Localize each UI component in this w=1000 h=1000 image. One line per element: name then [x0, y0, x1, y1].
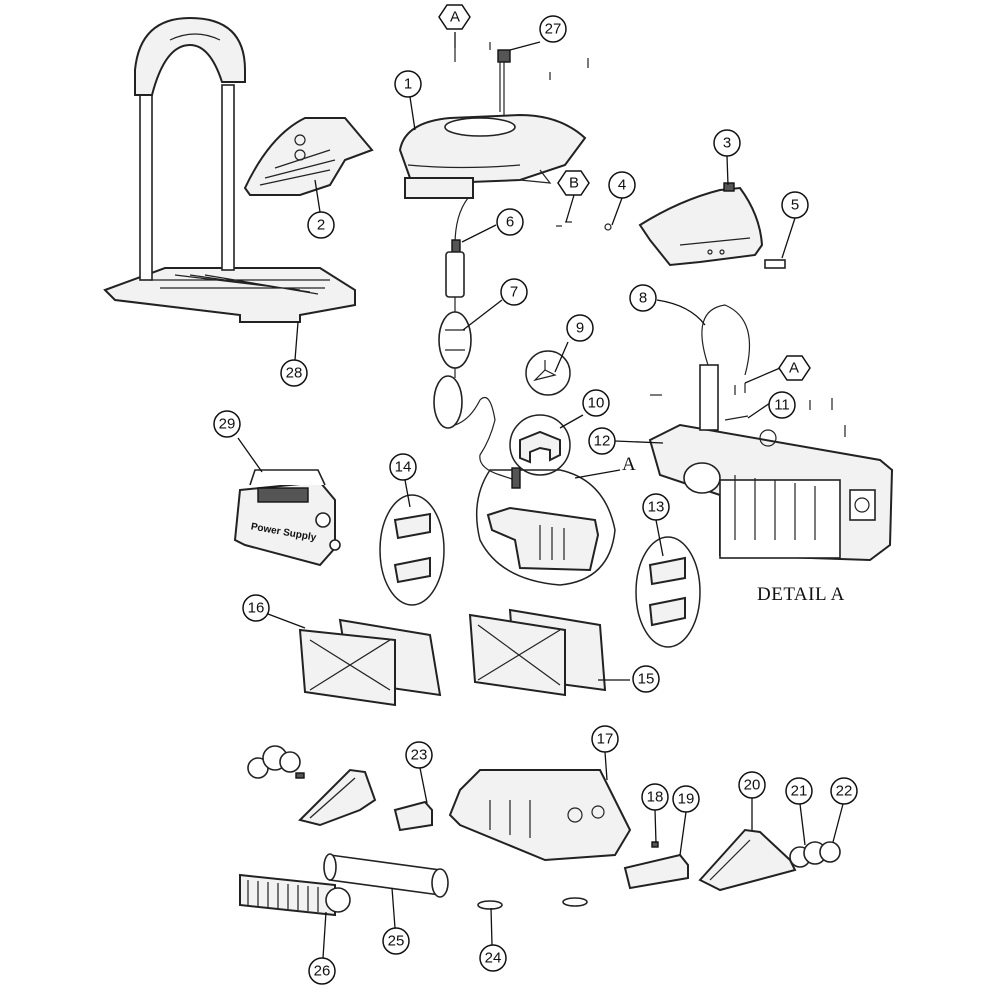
callout-25-number: 25	[388, 933, 405, 950]
callout-10-number: 10	[588, 395, 605, 412]
callout-6: 6	[496, 208, 524, 236]
callout-4-number: 4	[618, 177, 626, 194]
left-track	[247, 745, 433, 832]
right-track	[623, 828, 841, 892]
callout-28: 28	[280, 359, 308, 387]
callout-9: 9	[566, 314, 594, 342]
callout-16: 16	[242, 594, 270, 622]
callout-21: 21	[785, 777, 813, 805]
hex-tag-a-right: A	[778, 355, 811, 381]
swivel-part	[497, 49, 511, 115]
detail-a-assembly	[648, 304, 894, 562]
callout-18-number: 18	[647, 789, 664, 806]
clamp-part-9	[525, 350, 571, 396]
callout-19: 19	[672, 785, 700, 813]
callout-15-number: 15	[638, 671, 655, 688]
callout-19-number: 19	[678, 791, 695, 808]
callout-7-number: 7	[510, 284, 518, 301]
callout-16-number: 16	[248, 600, 265, 617]
holder-part-10	[509, 414, 571, 476]
callout-20: 20	[738, 771, 766, 799]
callout-1: 1	[394, 70, 422, 98]
callout-10: 10	[582, 389, 610, 417]
callout-17-number: 17	[597, 731, 614, 748]
leader-lines	[237, 32, 844, 959]
callout-7: 7	[500, 278, 528, 306]
top-cover	[398, 113, 587, 199]
callout-2-number: 2	[317, 217, 325, 234]
callout-25: 25	[382, 927, 410, 955]
callout-15: 15	[632, 665, 660, 693]
callout-29: 29	[213, 410, 241, 438]
inline-detail-assembly	[475, 467, 616, 586]
power-supply-unit: Power Supply	[233, 469, 341, 567]
hex-tag-a-top-letter: A	[450, 9, 460, 26]
callout-24: 24	[479, 944, 507, 972]
impellers	[477, 897, 588, 910]
callout-9-number: 9	[576, 320, 584, 337]
callout-1-number: 1	[404, 76, 412, 93]
callout-17: 17	[591, 725, 619, 753]
callout-22: 22	[830, 777, 858, 805]
callout-27: 27	[539, 15, 567, 43]
callout-21-number: 21	[791, 783, 808, 800]
callout-13-number: 13	[648, 499, 665, 516]
side-cover	[638, 182, 764, 267]
handle-part	[243, 117, 374, 196]
callout-12: 12	[588, 427, 616, 455]
lower-chassis	[448, 769, 632, 862]
hex-tag-a-right-letter: A	[789, 360, 799, 377]
callout-3: 3	[713, 129, 741, 157]
callout-23: 23	[405, 741, 433, 769]
bearings-part-14	[379, 494, 445, 606]
callout-29-number: 29	[219, 416, 236, 433]
hex-tag-b: B	[557, 170, 590, 196]
callout-5: 5	[781, 191, 809, 219]
bearings-part-13	[635, 536, 701, 648]
callout-8: 8	[629, 284, 657, 312]
callout-2: 2	[307, 211, 335, 239]
callout-3-number: 3	[723, 135, 731, 152]
callout-26-number: 26	[314, 963, 331, 980]
inline-detail-letter: A	[622, 454, 636, 475]
callout-18: 18	[641, 783, 669, 811]
callout-27-number: 27	[545, 21, 562, 38]
callout-11-number: 11	[774, 397, 790, 414]
callout-20-number: 20	[744, 777, 761, 794]
callout-22-number: 22	[836, 783, 853, 800]
caddy-stand	[103, 16, 356, 323]
callout-6-number: 6	[506, 214, 514, 231]
clip-part	[764, 259, 786, 269]
callout-28-number: 28	[286, 365, 303, 382]
callout-13: 13	[642, 493, 670, 521]
callout-24-number: 24	[485, 950, 502, 967]
callout-26: 26	[308, 957, 336, 985]
hex-tag-a-top: A	[438, 4, 471, 30]
callout-5-number: 5	[791, 197, 799, 214]
callout-4: 4	[608, 171, 636, 199]
callout-14: 14	[389, 453, 417, 481]
brush-rollers	[239, 853, 449, 917]
filter-baskets	[298, 608, 607, 707]
callout-23-number: 23	[411, 747, 428, 764]
hex-tag-b-letter: B	[569, 175, 579, 192]
callout-14-number: 14	[395, 459, 412, 476]
callout-8-number: 8	[639, 290, 647, 307]
detail-a-label: DETAIL A	[757, 584, 845, 605]
callout-12-number: 12	[594, 433, 611, 450]
callout-11: 11	[768, 391, 796, 419]
cable-and-floats	[433, 197, 516, 481]
